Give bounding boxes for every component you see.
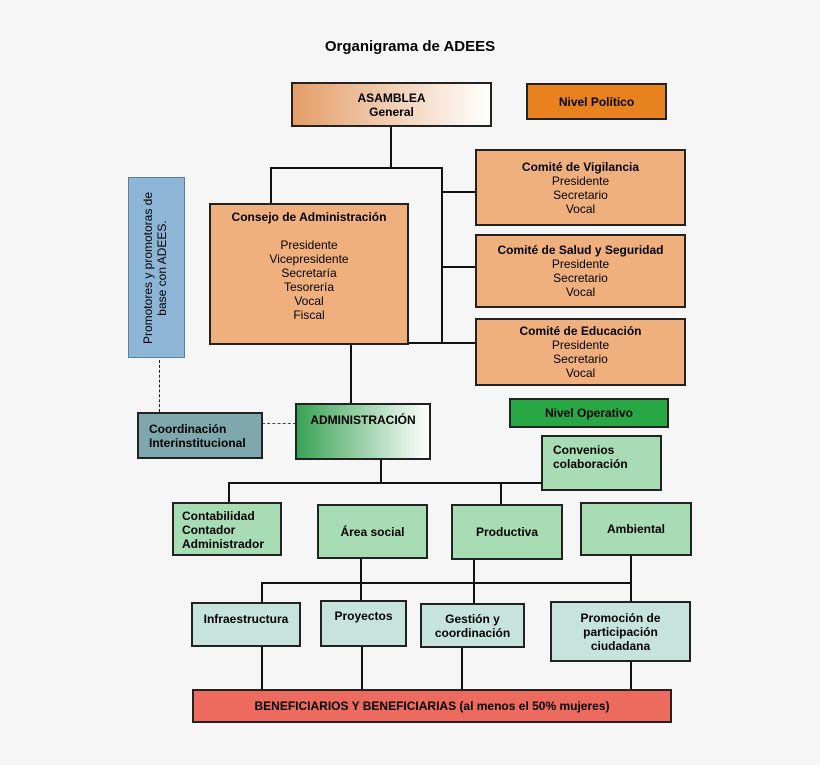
comite-salud-box: Comité de Salud y Seguridad Presidente S… [475,234,686,308]
comite-member: Presidente [551,338,610,352]
connector [408,342,476,344]
comite-educacion-title: Comité de Educación [519,324,642,338]
connector [261,582,632,584]
contabilidad-line1: Contabilidad [182,509,255,523]
area-social-box: Área social [317,504,428,559]
promotores-line1: Promotores y promotoras de [141,191,155,345]
promotores-line2: base con ADEES. [155,220,169,316]
consejo-member: Fiscal [293,308,325,322]
comite-member: Presidente [551,173,610,188]
productiva-label: Productiva [475,525,538,539]
beneficiarios-box: BENEFICIARIOS Y BENEFICIARIAS (al menos … [192,689,672,723]
consejo-member: Presidente [280,238,338,252]
comite-member: Presidente [551,257,610,271]
coordinacion-line2: Interinstitucional [149,435,246,450]
dashed-connector [262,423,296,424]
promocion-line2: participación [583,624,658,639]
proyectos-box: Proyectos [320,600,407,647]
consejo-member: Tesorería [283,280,335,294]
consejo-member: Vocal [294,294,324,308]
convenios-box: Convenios colaboración [541,435,662,491]
connector [441,191,476,193]
comite-member: Secretario [553,352,608,366]
comite-educacion-box: Comité de Educación Presidente Secretari… [475,318,686,386]
connector [630,556,632,602]
connector [500,482,502,504]
nivel-politico-label: Nivel Político [558,94,635,109]
promocion-line1: Promoción de [580,610,661,625]
ambiental-box: Ambiental [580,502,692,556]
contabilidad-box: Contabilidad Contador Administrador [172,502,282,556]
gestion-line2: coordinación [434,625,511,640]
connector [390,126,392,168]
administracion-box: ADMINISTRACIÓN [295,403,431,460]
connector [261,646,263,690]
asamblea-box: ASAMBLEA General [291,82,492,127]
contabilidad-line2: Contador [182,523,236,537]
page-title: Organigrama de ADEES [324,38,496,55]
comite-vigilancia-box: Comité de Vigilancia Presidente Secretar… [475,149,686,226]
productiva-box: Productiva [451,504,563,560]
area-social-label: Área social [340,524,405,539]
connector [228,482,230,502]
nivel-operativo-label: Nivel Operativo [544,406,634,420]
connector [270,167,442,169]
comite-member: Secretario [553,187,608,202]
connector [630,661,632,690]
connector [360,558,362,602]
promotores-label: Promotores y promotoras de base con ADEE… [141,178,171,358]
promocion-line3: ciudadana [590,638,651,653]
connector [461,647,463,690]
convenios-line1: Convenios [553,443,615,457]
gestion-line1: Gestión y [445,611,500,626]
asamblea-line1: ASAMBLEA [357,90,426,105]
gestion-box: Gestión y coordinación [420,603,525,648]
connector [228,482,542,484]
administracion-label: ADMINISTRACIÓN [310,413,416,427]
connector [441,266,476,268]
connector [441,167,443,343]
asamblea-line2: General [369,104,414,119]
infraestructura-label: Infraestructura [203,612,289,626]
promotores-box [128,177,185,358]
comite-salud-title: Comité de Salud y Seguridad [497,243,664,257]
coordinacion-box: Coordinación Interinstitucional [137,412,263,459]
connector [380,459,382,483]
nivel-politico-box: Nivel Político [526,83,667,120]
comite-member: Vocal [565,366,596,380]
connector [261,582,263,604]
consejo-title: Consejo de Administración [231,210,387,224]
convenios-line2: colaboración [553,457,628,471]
dashed-connector [159,360,160,412]
connector [361,647,363,690]
nivel-operativo-box: Nivel Operativo [509,398,669,428]
consejo-box: Consejo de Administración Presidente Vic… [209,203,409,345]
promocion-box: Promoción de participación ciudadana [550,601,691,662]
infraestructura-box: Infraestructura [191,602,301,647]
ambiental-label: Ambiental [606,522,665,536]
comite-member: Secretario [553,271,608,285]
consejo-member: Vicepresidente [269,252,349,266]
contabilidad-line3: Administrador [182,537,265,551]
comite-member: Vocal [565,285,596,299]
beneficiarios-label: BENEFICIARIOS Y BENEFICIARIAS (al menos … [254,699,610,713]
connector [270,167,272,204]
proyectos-label: Proyectos [334,609,393,623]
comite-member: Vocal [565,201,596,216]
connector [350,344,352,404]
coordinacion-line1: Coordinación [149,421,227,436]
comite-vigilancia-title: Comité de Vigilancia [521,159,640,174]
consejo-member: Secretaría [281,266,337,280]
